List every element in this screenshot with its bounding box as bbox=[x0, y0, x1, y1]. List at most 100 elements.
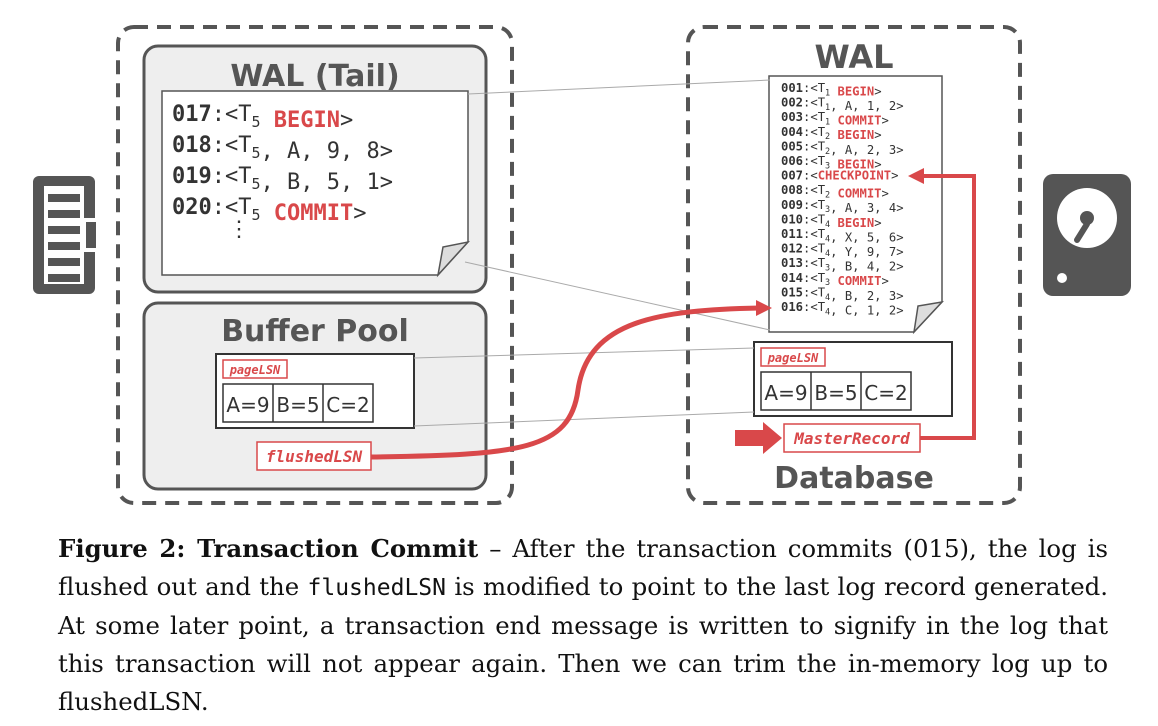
buffer-pool-page-lsn: pageLSN bbox=[229, 363, 281, 377]
database-title: Database bbox=[774, 461, 934, 496]
log-record-prefix: :<T bbox=[212, 195, 252, 220]
log-record-keyword: BEGIN bbox=[838, 157, 875, 171]
wal-commit-diagram: WAL (Tail) 017:<T5 BEGIN>018:<T5, A, 9, … bbox=[33, 25, 1131, 505]
log-record-lsn: 005 bbox=[781, 139, 803, 153]
log-record-prefix: :<T bbox=[803, 139, 826, 153]
log-record-prefix: :<T bbox=[803, 285, 826, 299]
log-record-sub: 5 bbox=[252, 113, 261, 131]
log-record-prefix: :< bbox=[803, 169, 818, 183]
log-record-sub: 5 bbox=[252, 175, 261, 193]
log-record-rest bbox=[830, 114, 837, 128]
caption-part1: – After the transaction commits (015), t… bbox=[58, 534, 1108, 601]
log-record-prefix: :<T bbox=[212, 133, 252, 158]
log-record: 006:<T3 BEGIN> bbox=[781, 154, 882, 171]
log-record-prefix: :<T bbox=[803, 242, 826, 256]
log-record-lsn: 017 bbox=[172, 102, 212, 127]
log-record-keyword: BEGIN bbox=[838, 84, 875, 98]
log-record-rest bbox=[830, 187, 837, 201]
log-record: 019:<T5, B, 5, 1> bbox=[172, 164, 393, 195]
buffer-cell-c: C=2 bbox=[326, 393, 369, 417]
log-record-suffix: > bbox=[882, 114, 889, 128]
memory-container bbox=[116, 25, 514, 505]
log-record-rest: , A, 3, 4> bbox=[830, 201, 903, 215]
projection-lines bbox=[413, 79, 771, 427]
log-record-sub: 2 bbox=[825, 132, 830, 142]
log-record-prefix: :<T bbox=[212, 102, 252, 127]
log-record-suffix: > bbox=[882, 187, 889, 201]
log-record-rest bbox=[261, 201, 274, 226]
log-record-sub: 4 bbox=[825, 293, 830, 303]
figure-caption: Figure 2: Transaction Commit – After the… bbox=[58, 530, 1108, 721]
log-record-rest: , A, 2, 3> bbox=[830, 143, 903, 157]
log-record-keyword: BEGIN bbox=[838, 216, 875, 230]
log-record-sub: 4 bbox=[825, 220, 830, 230]
caption-label: Figure 2: Transaction Commit bbox=[58, 534, 479, 563]
log-record-rest: , B, 4, 2> bbox=[830, 260, 903, 274]
database-panel: pageLSN A=9 B=5 C=2 MasterRecord Databas… bbox=[753, 341, 953, 496]
log-record-prefix: :<T bbox=[803, 183, 826, 197]
log-record: 015:<T4, B, 2, 3> bbox=[781, 285, 904, 302]
database-page-lsn: pageLSN bbox=[767, 351, 819, 365]
log-record-sub: 4 bbox=[825, 249, 830, 259]
flushed-lsn-label: flushedLSN bbox=[266, 447, 363, 466]
log-record: 007:<CHECKPOINT> bbox=[781, 169, 898, 183]
log-record-prefix: :<T bbox=[803, 81, 826, 95]
log-record-lsn: 020 bbox=[172, 195, 212, 220]
log-record-sub: 3 bbox=[825, 278, 830, 288]
buffer-cell-b: B=5 bbox=[276, 393, 319, 417]
log-record-sub: 5 bbox=[252, 206, 261, 224]
log-record: 014:<T3 COMMIT> bbox=[781, 271, 889, 288]
log-record-rest: , Y, 9, 7> bbox=[830, 245, 903, 259]
log-record-keyword: COMMIT bbox=[838, 187, 882, 201]
log-record-rest: , C, 1, 2> bbox=[830, 303, 903, 317]
log-record-lsn: 013 bbox=[781, 256, 803, 270]
log-record-rest: , A, 9, 8> bbox=[261, 139, 393, 164]
log-record-keyword: BEGIN bbox=[274, 108, 340, 133]
log-record-lsn: 011 bbox=[781, 227, 803, 241]
log-record: 020:<T5 COMMIT> bbox=[172, 195, 367, 226]
log-record-sub: 2 bbox=[825, 147, 830, 157]
buffer-pool-panel: Buffer Pool pageLSN A=9 B=5 C=2 flushedL… bbox=[142, 301, 488, 491]
disk-wal-panel: WAL 001:<T1 BEGIN>002:<T1, A, 1, 2>003:<… bbox=[768, 38, 945, 335]
log-record-lsn: 012 bbox=[781, 242, 803, 256]
log-record: 018:<T5, A, 9, 8> bbox=[172, 133, 393, 164]
log-record: 003:<T1 COMMIT> bbox=[781, 110, 889, 127]
log-record: 005:<T2, A, 2, 3> bbox=[781, 139, 904, 156]
log-record-rest bbox=[830, 84, 837, 98]
log-record-rest: , A, 1, 2> bbox=[830, 99, 903, 113]
log-record-keyword: BEGIN bbox=[838, 128, 875, 142]
log-record-rest bbox=[830, 128, 837, 142]
log-record-suffix: > bbox=[340, 108, 353, 133]
log-record-lsn: 010 bbox=[781, 212, 803, 226]
log-record-prefix: :<T bbox=[803, 271, 826, 285]
ram-chip-icon bbox=[33, 176, 96, 294]
wal-tail-records: 017:<T5 BEGIN>018:<T5, A, 9, 8>019:<T5, … bbox=[172, 102, 393, 226]
db-cell-c: C=2 bbox=[864, 381, 907, 405]
log-record-lsn: 014 bbox=[781, 271, 803, 285]
master-record-pointer-arrow bbox=[735, 422, 782, 454]
log-record-rest bbox=[830, 274, 837, 288]
log-record-prefix: :<T bbox=[803, 227, 826, 241]
db-cell-b: B=5 bbox=[814, 381, 857, 405]
log-record-rest: , B, 5, 1> bbox=[261, 170, 393, 195]
log-record-prefix: :<T bbox=[803, 110, 826, 124]
log-record-keyword: COMMIT bbox=[838, 114, 882, 128]
wal-tail-ellipsis: ⋮ bbox=[228, 217, 250, 242]
log-record: 010:<T4 BEGIN> bbox=[781, 212, 882, 229]
log-record-lsn: 008 bbox=[781, 183, 803, 197]
log-record-rest: , X, 5, 6> bbox=[830, 230, 903, 244]
log-record-prefix: :<T bbox=[803, 125, 826, 139]
log-record-suffix: > bbox=[353, 201, 366, 226]
master-record-arrow bbox=[908, 168, 976, 440]
log-record-lsn: 015 bbox=[781, 285, 803, 299]
log-record-keyword: COMMIT bbox=[274, 201, 353, 226]
log-record-sub: 4 bbox=[825, 234, 830, 244]
log-record-sub: 2 bbox=[825, 191, 830, 201]
log-record: 016:<T4, C, 1, 2> bbox=[781, 300, 904, 317]
log-record: 009:<T3, A, 3, 4> bbox=[781, 198, 904, 215]
caption-code: flushedLSN bbox=[307, 575, 446, 601]
buffer-pool-title: Buffer Pool bbox=[221, 314, 409, 349]
log-record-lsn: 009 bbox=[781, 198, 803, 212]
log-record: 002:<T1, A, 1, 2> bbox=[781, 96, 904, 113]
log-record-rest bbox=[261, 108, 274, 133]
